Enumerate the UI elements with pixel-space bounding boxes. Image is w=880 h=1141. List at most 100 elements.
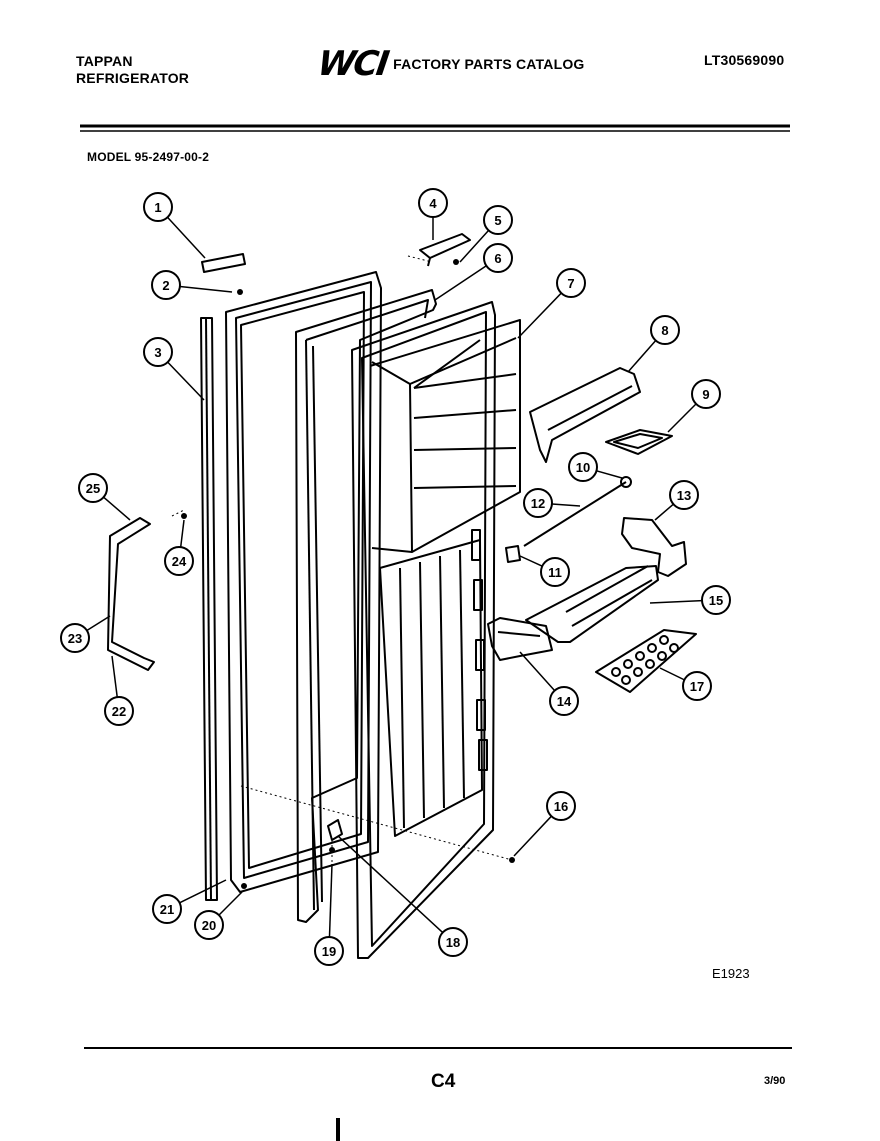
callout-number: 8 (661, 323, 668, 338)
callout-2: 2 (151, 270, 233, 300)
callout-number: 10 (576, 460, 590, 475)
leader-line (654, 503, 674, 521)
outer-door-panel (225, 271, 382, 893)
leader-line (459, 229, 490, 263)
leader-line (328, 863, 333, 938)
callout-circle (151, 270, 181, 300)
callout-number: 12 (531, 496, 545, 511)
callout-circle (164, 546, 194, 576)
egg-tray-part-17 (595, 629, 697, 693)
callout-number: 20 (202, 918, 216, 933)
leader-line (519, 651, 556, 692)
callout-number: 14 (557, 694, 572, 709)
door-handle-part-23 (107, 517, 155, 671)
callout-number: 17 (690, 679, 704, 694)
callout-23: 23 (60, 615, 111, 653)
callout-circle (60, 623, 90, 653)
callout-number: 21 (160, 902, 174, 917)
callout-circle (483, 205, 513, 235)
callout-3: 3 (143, 337, 205, 401)
product-type: REFRIGERATOR (76, 70, 190, 86)
callout-16: 16 (513, 791, 576, 857)
callout-1: 1 (143, 192, 206, 259)
fasteners (181, 259, 515, 889)
callout-9: 9 (667, 379, 721, 433)
leader-line (179, 285, 233, 293)
hinge-cover-part-4 (419, 233, 471, 267)
callout-number: 13 (677, 488, 691, 503)
callout-18: 18 (337, 835, 468, 957)
bracket-part-13 (621, 517, 687, 577)
callout-circle (540, 557, 570, 587)
callout-24: 24 (164, 519, 194, 576)
callout-circle (701, 585, 731, 615)
callout-circle (194, 910, 224, 940)
callout-circle (682, 671, 712, 701)
inner-door-liner (351, 301, 521, 959)
callout-circle (143, 337, 173, 367)
callout-circle (556, 268, 586, 298)
callout-number: 23 (68, 631, 82, 646)
brand-block: TAPPAN REFRIGERATOR (76, 53, 189, 87)
callout-circle (568, 452, 598, 482)
callout-15: 15 (649, 585, 731, 615)
callout-6: 6 (434, 243, 513, 301)
callout-number: 19 (322, 944, 336, 959)
callout-7: 7 (517, 268, 586, 339)
leader-line (434, 265, 487, 301)
callout-circle (546, 791, 576, 821)
model-number: MODEL 95-2497-00-2 (87, 150, 210, 164)
callout-8: 8 (627, 315, 680, 373)
diagram-code: E1923 (712, 966, 750, 981)
catalog-number: LT30569090 (704, 52, 785, 68)
door-shelf-part-15 (525, 565, 659, 643)
callout-10: 10 (568, 452, 623, 482)
callout-circle (438, 927, 468, 957)
catalog-heading: WCI FACTORY PARTS CATALOG (315, 44, 585, 84)
leader-line (659, 667, 685, 681)
catalog-title: FACTORY PARTS CATALOG (393, 56, 585, 72)
callout-circle (483, 243, 513, 273)
callout-number: 1 (154, 200, 161, 215)
leader-line (519, 555, 543, 567)
leader-line (513, 815, 552, 857)
door-gasket-strip (200, 317, 218, 901)
leader-line (167, 361, 205, 401)
callout-circle (152, 894, 182, 924)
callout-number: 25 (86, 481, 100, 496)
screw-part-24 (181, 513, 187, 519)
callout-group: 1234567891011121314151617181920212223242… (60, 188, 731, 966)
screw-part-2 (237, 289, 243, 295)
leader-line (551, 503, 581, 507)
callout-number: 5 (494, 213, 501, 228)
callout-14: 14 (519, 651, 579, 716)
callout-circle (549, 686, 579, 716)
leader-line (649, 599, 703, 604)
callout-circle (143, 192, 173, 222)
screw-part-16 (509, 857, 515, 863)
screw-part-19 (329, 847, 335, 853)
callout-circle (691, 379, 721, 409)
callout-number: 24 (172, 554, 187, 569)
callout-number: 9 (702, 387, 709, 402)
callout-circle (523, 488, 553, 518)
leader-line (627, 340, 657, 373)
leader-line (166, 216, 206, 259)
callout-number: 22 (112, 704, 126, 719)
leader-line (667, 403, 697, 433)
callout-17: 17 (659, 667, 712, 701)
callout-number: 7 (567, 276, 574, 291)
callout-11: 11 (519, 555, 570, 587)
leader-line (337, 835, 444, 934)
callout-5: 5 (459, 205, 513, 263)
callout-circle (669, 480, 699, 510)
callout-4: 4 (418, 188, 448, 240)
callout-13: 13 (654, 480, 699, 521)
callout-20: 20 (194, 891, 243, 940)
callout-circle (314, 936, 344, 966)
callout-circle (650, 315, 680, 345)
callout-number: 16 (554, 799, 568, 814)
leader-line (596, 470, 623, 479)
